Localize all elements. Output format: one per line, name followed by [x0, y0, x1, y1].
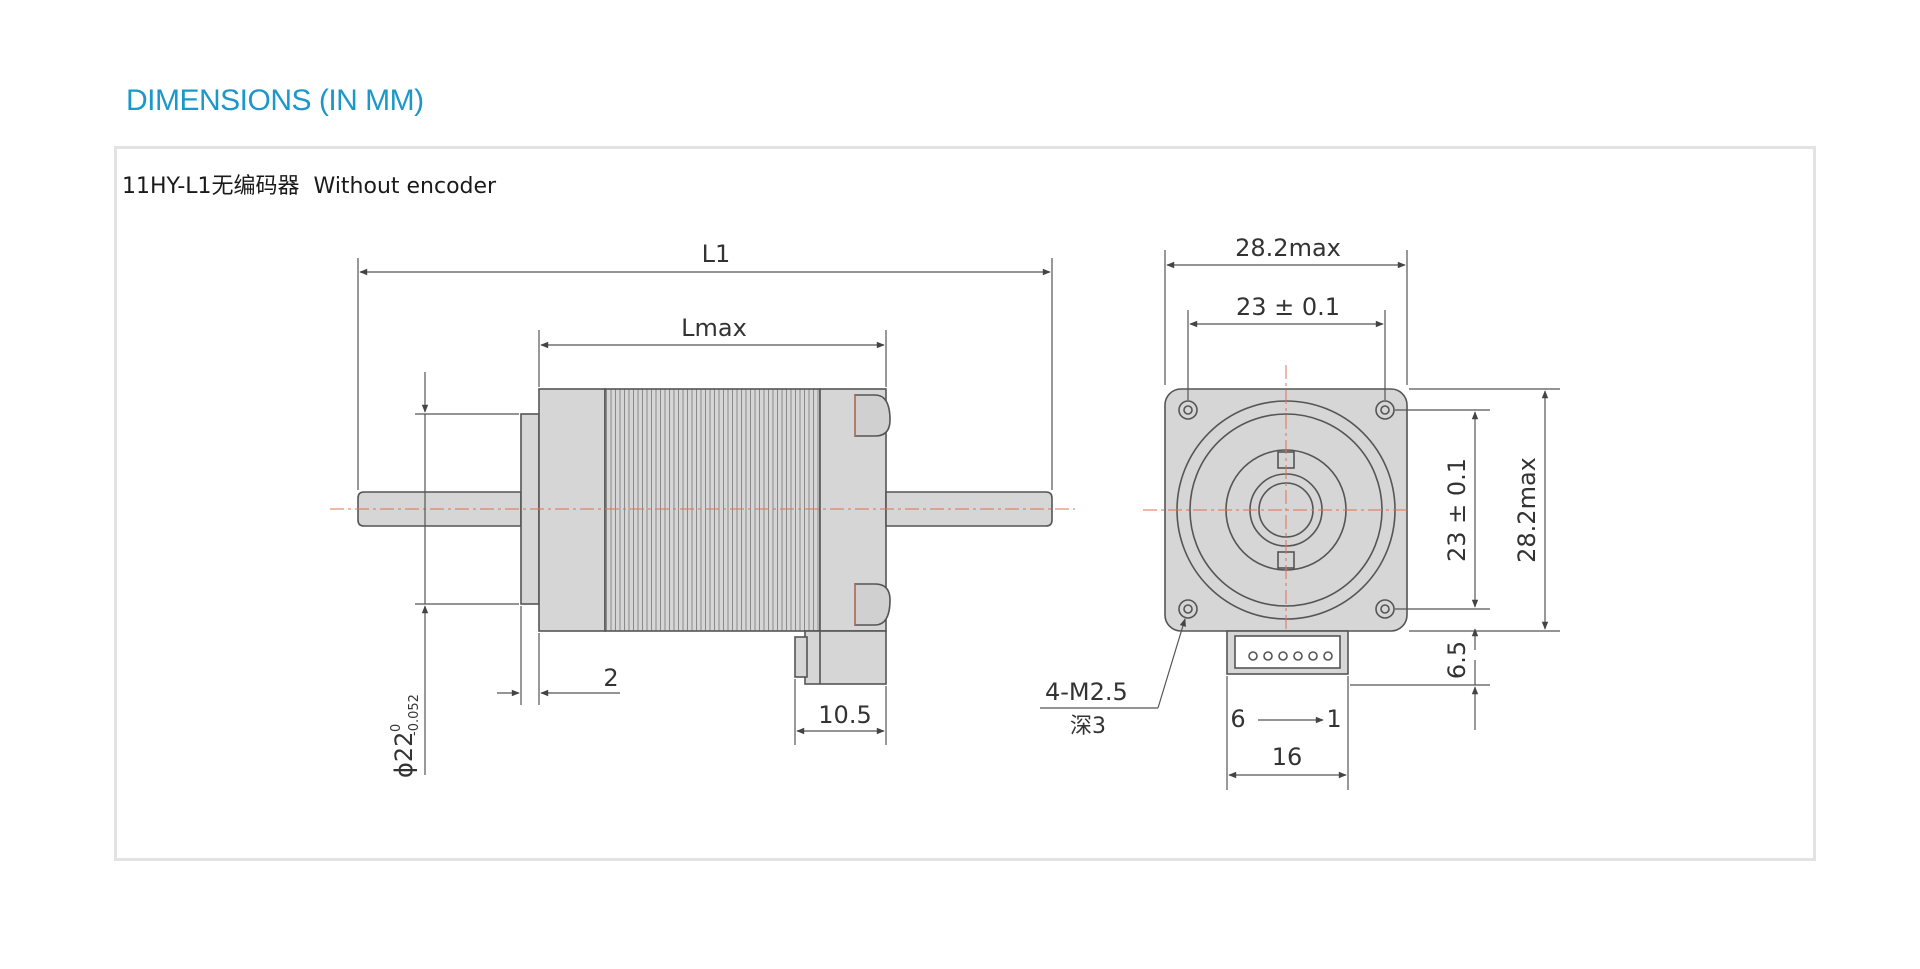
- dim-shaft-tol-lower: -0.052: [407, 694, 422, 736]
- dim-flange-thickness: 2: [603, 664, 618, 692]
- dim-width-max: 28.2max: [1235, 234, 1341, 262]
- side-view: [357, 388, 1053, 685]
- dim-connector-length: 10.5: [818, 701, 871, 729]
- pin-label-last: 1: [1326, 705, 1341, 733]
- dim-hole-spacing-h: 23 ± 0.1: [1236, 293, 1340, 321]
- dim-connector-offset: 6.5: [1443, 641, 1471, 679]
- stator-fins: [604, 388, 821, 632]
- dim-connector-width: 16: [1272, 743, 1303, 771]
- end-cap: [538, 388, 606, 632]
- page-title: DIMENSIONS (IN MM): [126, 84, 424, 117]
- dim-lmax: Lmax: [681, 314, 747, 342]
- front-view: [1164, 388, 1408, 675]
- dim-height-max: 28.2max: [1513, 457, 1541, 563]
- dim-mount-holes: 4-M2.5: [1045, 678, 1128, 706]
- front-dimensions: [1040, 250, 1560, 790]
- side-dimensions: [357, 258, 1053, 775]
- mount-holes: [1178, 400, 1395, 619]
- pin-label-first: 6: [1230, 705, 1245, 733]
- connector-side: [804, 630, 887, 685]
- drawing-frame: [114, 146, 1816, 861]
- dim-l1: L1: [702, 240, 731, 268]
- dim-shaft-tol-upper: 0: [389, 724, 404, 732]
- dim-shaft-diameter-value: ϕ22: [390, 732, 418, 778]
- drawing-caption: 11HY-L1无编码器 Without encoder: [122, 174, 497, 199]
- dim-hole-depth: 深3: [1070, 714, 1106, 739]
- dim-shaft-diameter: ϕ22 0 -0.052: [389, 694, 422, 778]
- dim-hole-spacing-v: 23 ± 0.1: [1443, 458, 1471, 562]
